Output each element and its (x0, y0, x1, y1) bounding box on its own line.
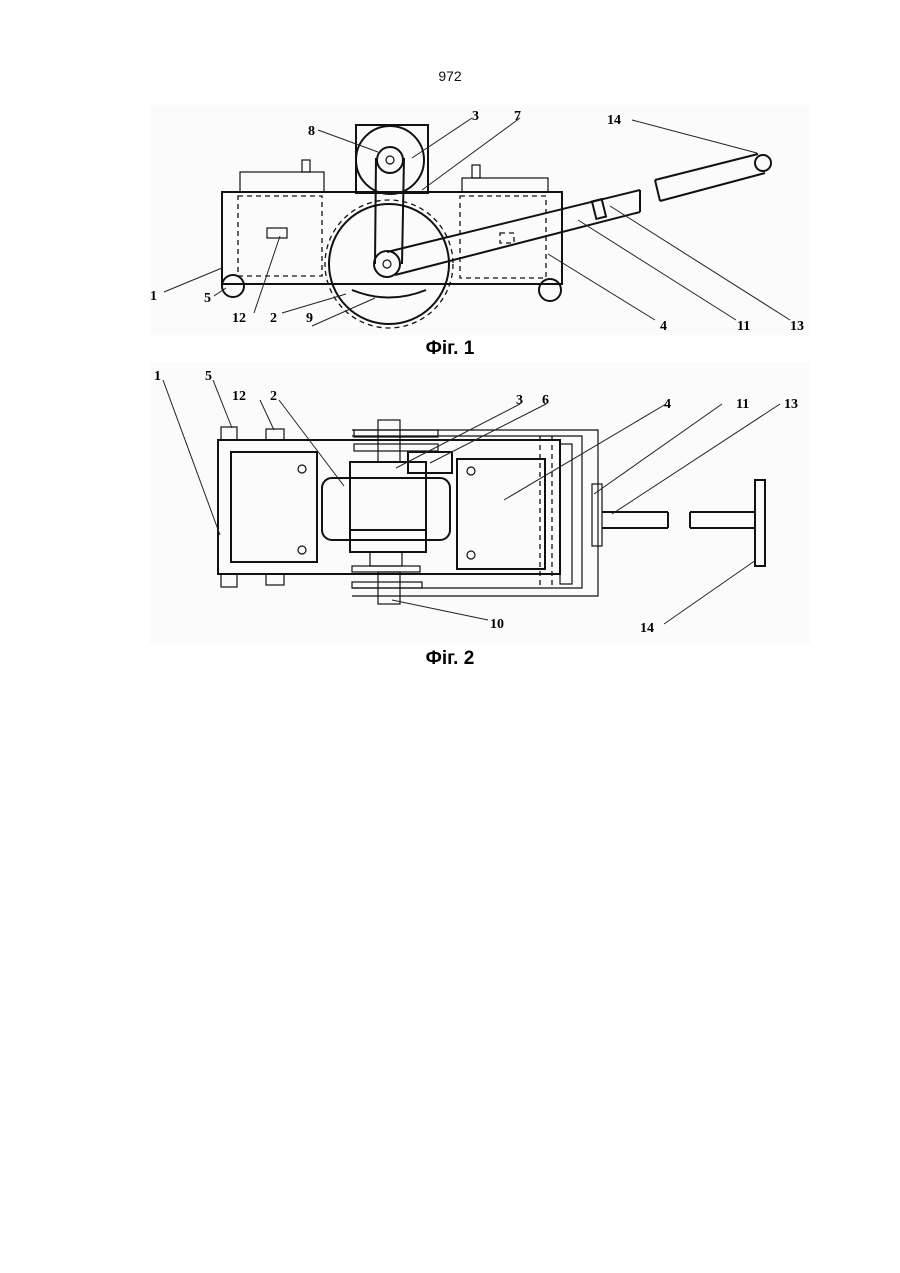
figure-2-drawing: 1 5 12 2 3 6 4 11 13 10 14 (0, 0, 900, 650)
label2-1: 1 (154, 369, 161, 384)
label2-13: 13 (784, 397, 798, 412)
figure-2-background (150, 362, 810, 644)
figure-2-caption: Фіг. 2 (0, 648, 900, 670)
label2-12: 12 (232, 389, 246, 404)
label2-3: 3 (516, 393, 523, 408)
label2-4: 4 (664, 397, 671, 412)
label2-10: 10 (490, 617, 504, 632)
label2-6: 6 (542, 393, 549, 408)
label2-2: 2 (270, 389, 277, 404)
label2-5: 5 (205, 369, 212, 384)
label2-11: 11 (736, 397, 749, 412)
label2-14: 14 (640, 621, 654, 636)
